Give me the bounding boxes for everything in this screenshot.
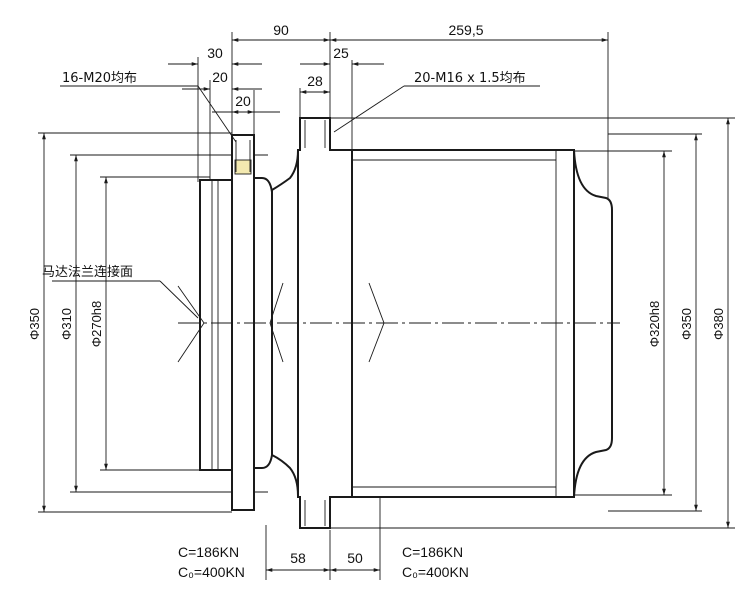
dia-270h8: Φ270h8 bbox=[89, 301, 104, 348]
dim-50: 50 bbox=[347, 550, 363, 566]
dimension-texts: 90 259,5 30 25 20 28 20 58 50 Φ350 Φ310 … bbox=[27, 22, 726, 566]
load-left-c0: C₀=400KN bbox=[178, 564, 245, 580]
dia-380: Φ380 bbox=[711, 308, 726, 340]
load-left-c: C=186KN bbox=[178, 544, 239, 560]
dim-58: 58 bbox=[290, 550, 306, 566]
dim-30: 30 bbox=[207, 45, 223, 61]
bolt-right-callout: 20-M16 x 1.5均布 bbox=[414, 71, 526, 86]
dia-310: Φ310 bbox=[59, 308, 74, 340]
extension-lines bbox=[38, 32, 735, 580]
dim-28: 28 bbox=[307, 73, 323, 89]
dim-25: 25 bbox=[333, 45, 349, 61]
callout-texts: 16-M20均布 20-M16 x 1.5均布 马达法兰连接面 bbox=[42, 71, 526, 280]
dim-20-b: 20 bbox=[235, 93, 251, 109]
load-right-c: C=186KN bbox=[402, 544, 463, 560]
reducer-body bbox=[177, 117, 620, 529]
dia-350-left: Φ350 bbox=[27, 308, 42, 340]
dia-350-right: Φ350 bbox=[679, 308, 694, 340]
dia-320h8: Φ320h8 bbox=[647, 301, 662, 348]
diameter-dimension-lines bbox=[42, 118, 730, 528]
motor-flange-face-label: 马达法兰连接面 bbox=[42, 264, 133, 280]
thread-hatch bbox=[234, 159, 252, 175]
top-dimension-lines bbox=[168, 38, 608, 182]
dim-20-a: 20 bbox=[212, 69, 228, 85]
dim-90: 90 bbox=[273, 22, 289, 38]
leaders bbox=[52, 85, 540, 319]
dim-259-5: 259,5 bbox=[448, 22, 483, 38]
load-ratings: C=186KN C₀=400KN C=186KN C₀=400KN bbox=[178, 544, 469, 580]
bolt-left-callout: 16-M20均布 bbox=[62, 71, 137, 86]
load-right-c0: C₀=400KN bbox=[402, 564, 469, 580]
